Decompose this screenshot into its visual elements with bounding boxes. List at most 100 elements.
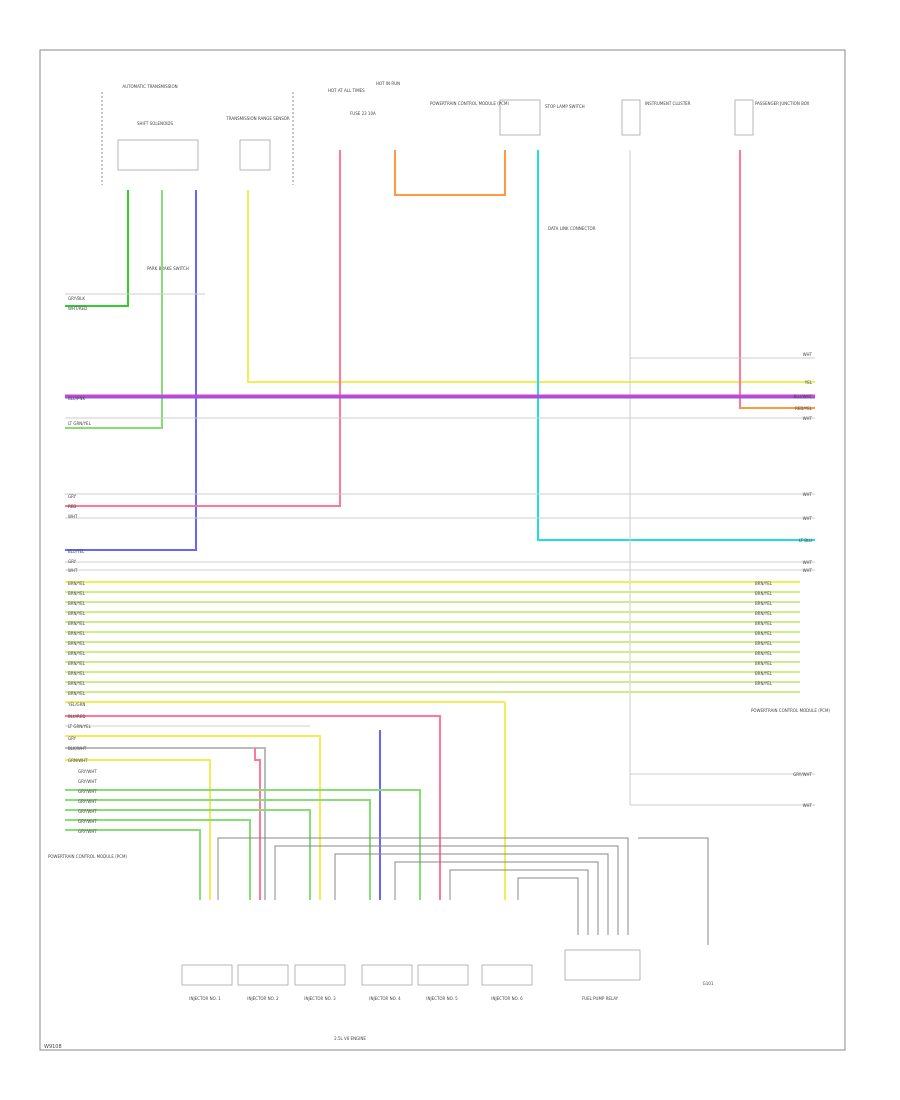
left-wire-label: BRN/YEL bbox=[68, 631, 86, 636]
pink-injector-wire bbox=[65, 715, 441, 900]
right-wire-label: BRN/YEL bbox=[755, 641, 773, 646]
left-wire-label-column: GRY/BLK WHT/RED BLU/PNK LT GRN/YEL GRY R… bbox=[48, 296, 127, 859]
grey-bus-lower-5 bbox=[449, 869, 589, 935]
right-wire-label: BRN/YEL bbox=[755, 601, 773, 606]
left-wire-label: BLU/PNK bbox=[68, 396, 85, 401]
left-wire-label: LT GRN/YEL bbox=[68, 724, 92, 729]
right-wire-label: YEL bbox=[804, 380, 813, 385]
pcm-left-label: POWERTRAIN CONTROL MODULE (PCM) bbox=[48, 854, 127, 859]
left-wire-label: BRN/YEL bbox=[68, 651, 86, 656]
diagram-frame bbox=[39, 49, 846, 1051]
left-wire-label: BRN/YEL bbox=[68, 661, 86, 666]
left-wire-label: YEL/GRN bbox=[67, 702, 85, 707]
right-wire-label: RED/YEL bbox=[795, 406, 813, 411]
left-wire-label: BRN/YEL bbox=[68, 681, 86, 686]
green-lower-4 bbox=[65, 819, 251, 900]
injectors bbox=[181, 949, 641, 986]
yellow-injector-wire bbox=[65, 735, 321, 900]
left-wire-label: WHT bbox=[68, 514, 78, 519]
range-sensor-connector bbox=[239, 139, 271, 171]
left-wire-label: BLK/WHT bbox=[68, 746, 87, 751]
left-wire-label: WHT/RED bbox=[68, 306, 87, 311]
right-wire-label: BRN/YEL bbox=[755, 681, 773, 686]
right-wire-label: BRN/YEL bbox=[755, 591, 773, 596]
pink-right-wire bbox=[739, 150, 815, 409]
green-lower-5 bbox=[65, 829, 201, 900]
injector-label-2: INJECTOR NO. 2 bbox=[247, 996, 279, 1001]
left-wire-label: GRY/BLK bbox=[68, 296, 85, 301]
pcm-right-label: POWERTRAIN CONTROL MODULE (PCM) bbox=[751, 708, 830, 713]
left-wire-label: BRN/YEL bbox=[68, 641, 86, 646]
injector-label-4: INJECTOR NO. 4 bbox=[369, 996, 401, 1001]
grey-bus-lower-3 bbox=[334, 853, 609, 935]
automatic-transmission-label: AUTOMATIC TRANSMISSION bbox=[122, 84, 177, 89]
left-wire-label: BRN/YEL bbox=[68, 671, 86, 676]
right-wire-label-column: WHT YEL BLU/WHT RED/YEL WHT WHT WHT LT B… bbox=[751, 352, 830, 808]
right-wire-label: WHT bbox=[803, 492, 813, 497]
fuse-block-label: FUSE 23 10A bbox=[350, 111, 376, 116]
fuel-pump-relay-label: FUEL PUMP RELAY bbox=[582, 996, 619, 1001]
yellow-wire bbox=[247, 190, 815, 383]
grey-bus-lower-2 bbox=[274, 845, 619, 935]
grey-long-wire bbox=[629, 358, 815, 806]
green-lower-3 bbox=[65, 809, 311, 900]
left-wire-label: GRY/WHT bbox=[78, 819, 97, 824]
left-wire-label: BLU/YEL bbox=[68, 549, 85, 554]
powertrain-control-label: POWERTRAIN CONTROL MODULE (PCM) bbox=[430, 101, 509, 106]
injector-label-6: INJECTOR NO. 6 bbox=[491, 996, 523, 1001]
stop-lamp-switch-label: STOP LAMP SWITCH bbox=[545, 104, 585, 109]
left-wire-label: BRN/YEL bbox=[68, 691, 86, 696]
ground-label: G101 bbox=[703, 981, 714, 986]
right-wire-label: BRN/YEL bbox=[755, 581, 773, 586]
shift-solenoid-label: SHIFT SOLENOIDS bbox=[137, 121, 174, 126]
green-lower-2 bbox=[65, 799, 371, 900]
green-lower-1 bbox=[65, 789, 421, 900]
grey-bus-lower-4 bbox=[394, 861, 599, 935]
ground-wire bbox=[638, 837, 709, 945]
left-wire-label: GRY/WHT bbox=[78, 789, 97, 794]
right-wire-label: LT BLU bbox=[799, 538, 812, 543]
instrument-cluster-label: INSTRUMENT CLUSTER bbox=[645, 101, 691, 106]
cyan-wire bbox=[537, 150, 815, 541]
park-brake-label: PARK BRAKE SWITCH bbox=[147, 266, 189, 271]
left-wire-label: BLU/RED bbox=[68, 714, 85, 719]
bottom-center-label: 2.5L V6 ENGINE bbox=[334, 1036, 366, 1041]
right-wire-label: WHT bbox=[803, 416, 813, 421]
page-id: W9108 bbox=[44, 1044, 62, 1050]
left-wire-label: BRN/YEL bbox=[68, 611, 86, 616]
left-wire-label: GRY bbox=[68, 494, 77, 499]
left-wire-label: RED bbox=[68, 504, 76, 509]
left-wire-label: GRN/WHT bbox=[68, 758, 88, 763]
right-wire-label: BRN/YEL bbox=[755, 651, 773, 656]
hot-at-all-times-label: HOT AT ALL TIMES bbox=[328, 88, 365, 93]
hot-in-run-label: HOT IN RUN bbox=[376, 81, 400, 86]
right-wire-label: BLU/WHT bbox=[794, 394, 813, 399]
grey-injector-wire bbox=[65, 747, 266, 900]
passenger-junction-box bbox=[734, 99, 754, 136]
instrument-cluster-box bbox=[621, 99, 641, 136]
vertical-wires bbox=[65, 150, 815, 806]
passenger-junction-label: PASSENGER JUNCTION BOX bbox=[755, 101, 810, 106]
left-wire-label: BRN/YEL bbox=[68, 621, 86, 626]
top-components: AUTOMATIC TRANSMISSION SHIFT SOLENOIDS T… bbox=[101, 81, 810, 271]
left-wire-label: WHT bbox=[68, 568, 78, 573]
right-wire-label: WHT bbox=[803, 560, 813, 565]
right-wire-label: BRN/YEL bbox=[755, 661, 773, 666]
left-wire-label: GRY/WHT bbox=[78, 829, 97, 834]
grey-bus-lower-6 bbox=[517, 877, 579, 935]
left-wire-label: GRY/WHT bbox=[78, 799, 97, 804]
left-wire-label: GRY/WHT bbox=[78, 779, 97, 784]
injector-label-5: INJECTOR NO. 5 bbox=[426, 996, 458, 1001]
injector-label-3: INJECTOR NO. 3 bbox=[304, 996, 336, 1001]
yellow-injector-wire-2 bbox=[65, 759, 211, 900]
lower-wires bbox=[65, 702, 815, 945]
stop-lamp-switch-box bbox=[499, 99, 541, 136]
injector-label-1: INJECTOR NO. 1 bbox=[189, 996, 221, 1001]
left-wire-label: GRY/WHT bbox=[78, 809, 97, 814]
right-wire-label: BRN/YEL bbox=[755, 631, 773, 636]
left-wire-label: LT GRN/YEL bbox=[68, 421, 92, 426]
left-wire-label: BRN/YEL bbox=[68, 581, 86, 586]
left-wire-label: GRY/WHT bbox=[78, 769, 97, 774]
data-link-label: DATA LINK CONNECTOR bbox=[548, 226, 596, 231]
